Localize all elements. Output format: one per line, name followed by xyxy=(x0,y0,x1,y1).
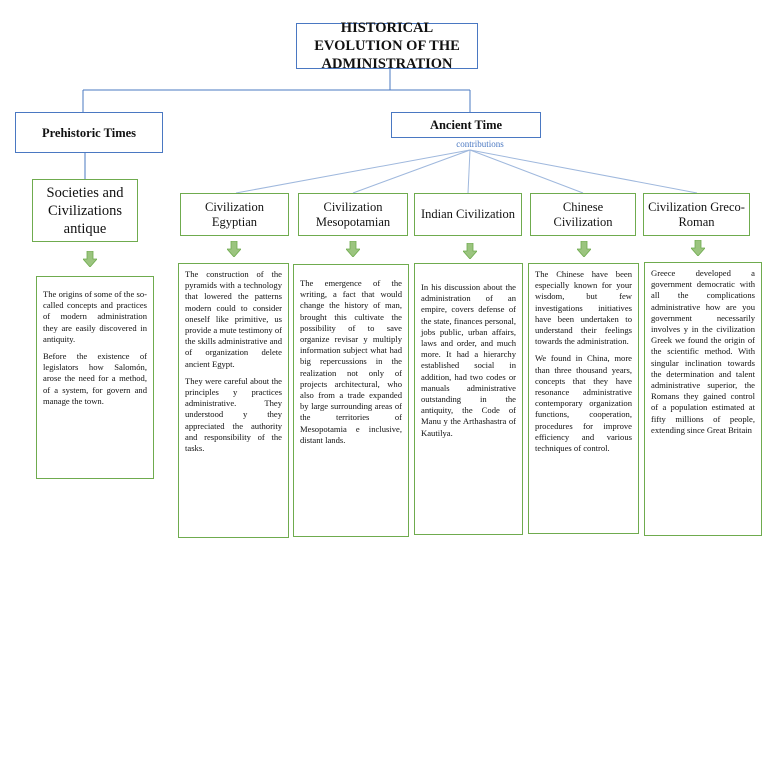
civilization-mesopotamian-heading: Civilization Mesopotamian xyxy=(298,193,408,236)
civilization-chinese-description: The Chinese have been especially known f… xyxy=(528,263,639,534)
civilization-mesopotamian-description: The emergence of the writing, a fact tha… xyxy=(293,264,409,537)
prehistoric-heading: Societies and Civilizations antique xyxy=(32,179,138,242)
prehistoric-paragraph-2: Before the existence of legislators how … xyxy=(43,351,147,406)
civilization-indian-heading: Indian Civilization xyxy=(414,193,522,236)
ancient-time-box: Ancient Time xyxy=(391,112,541,138)
down-arrow-icon xyxy=(346,241,360,257)
chinese-paragraph-1: The Chinese have been especially known f… xyxy=(535,269,632,347)
down-arrow-icon xyxy=(691,240,705,256)
civilization-chinese-heading: Chinese Civilization xyxy=(530,193,636,236)
egyptian-paragraph-2: They were careful about the principles y… xyxy=(185,375,282,454)
prehistoric-times-box: Prehistoric Times xyxy=(15,112,163,153)
civilization-egyptian-heading: Civilization Egyptian xyxy=(180,193,289,236)
greco-roman-paragraph-1: Greece developed a government democratic… xyxy=(651,268,755,435)
down-arrow-icon xyxy=(463,243,477,259)
prehistoric-description: The origins of some of the so-called con… xyxy=(36,276,154,479)
civilization-egyptian-description: The construction of the pyramids with a … xyxy=(178,263,289,538)
civilization-greco-roman-heading: Civilization Greco-Roman xyxy=(643,193,750,236)
egyptian-paragraph-1: The construction of the pyramids with a … xyxy=(185,269,282,369)
chinese-paragraph-2: We found in China, more than three thous… xyxy=(535,353,632,454)
down-arrow-icon xyxy=(577,241,591,257)
down-arrow-icon xyxy=(227,241,241,257)
civilization-indian-description: In his discussion about the administrati… xyxy=(414,263,523,535)
main-title: HISTORICAL EVOLUTION OF THE ADMINISTRATI… xyxy=(296,20,478,72)
prehistoric-paragraph-1: The origins of some of the so-called con… xyxy=(43,289,147,344)
down-arrow-icon xyxy=(83,251,97,267)
mesopotamian-paragraph-1: The emergence of the writing, a fact tha… xyxy=(300,278,402,445)
contributions-label: contributions xyxy=(456,139,504,149)
civilization-greco-roman-description: Greece developed a government democratic… xyxy=(644,262,762,536)
indian-paragraph-1: In his discussion about the administrati… xyxy=(421,282,516,438)
